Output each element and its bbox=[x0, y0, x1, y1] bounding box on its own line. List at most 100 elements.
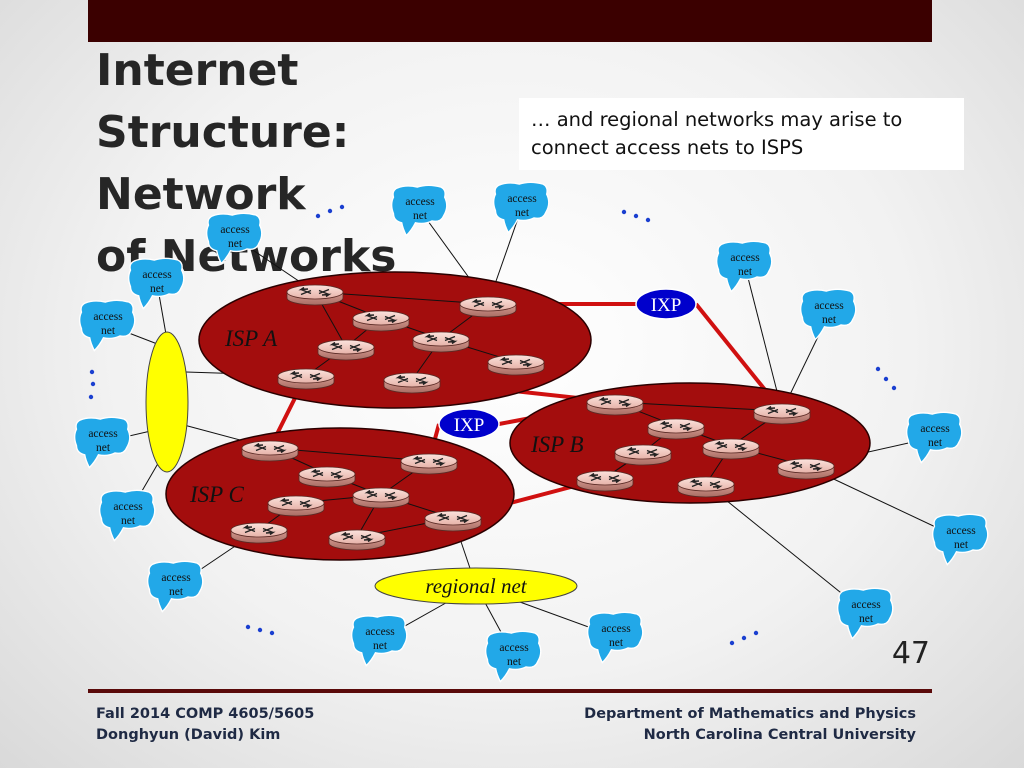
ixp-top-label: IXP bbox=[651, 295, 682, 316]
access-net-label: access bbox=[730, 252, 760, 264]
router-icon bbox=[298, 466, 356, 488]
ellipsis-dot bbox=[883, 376, 889, 382]
access-net-cloud: access net bbox=[127, 257, 185, 310]
router-icon bbox=[677, 476, 735, 498]
router-icon bbox=[286, 284, 344, 306]
ellipsis-dot bbox=[339, 204, 345, 210]
ellipsis-dot bbox=[90, 381, 96, 387]
bottom-rule bbox=[88, 689, 932, 693]
ellipsis-dots-group bbox=[621, 209, 651, 223]
access-net-cloud: access net bbox=[586, 611, 644, 664]
ellipsis-dot bbox=[645, 217, 651, 223]
router-icon bbox=[400, 453, 458, 475]
access-net-label: access bbox=[142, 269, 172, 281]
title-line-1: Internet Structure: Network bbox=[96, 45, 350, 220]
router-icon bbox=[647, 418, 705, 440]
router-icon bbox=[777, 458, 835, 480]
access-net-label: net bbox=[859, 613, 874, 625]
access-net-label: net bbox=[954, 539, 969, 551]
top-bar bbox=[88, 0, 932, 42]
regional-net-node bbox=[374, 567, 578, 605]
footer-university: North Carolina Central University bbox=[643, 727, 916, 743]
regional-aggregator bbox=[145, 331, 189, 473]
access-net-label: net bbox=[413, 210, 428, 222]
router-icon bbox=[487, 354, 545, 376]
access-net-label: net bbox=[121, 515, 136, 527]
footer-right: Department of Mathematics and Physics No… bbox=[584, 704, 916, 746]
access-net-label: access bbox=[161, 572, 191, 584]
router-icon bbox=[352, 310, 410, 332]
footer-department: Department of Mathematics and Physics bbox=[584, 706, 916, 722]
router-icon bbox=[753, 403, 811, 425]
slide-number: 47 bbox=[891, 636, 930, 671]
router-icon bbox=[424, 510, 482, 532]
access-net-label: net bbox=[738, 266, 753, 278]
ellipsis-dot bbox=[741, 635, 747, 641]
access-net-label: access bbox=[920, 423, 950, 435]
access-net-cloud: access net bbox=[73, 416, 131, 469]
router-icon bbox=[459, 296, 517, 318]
access-net-cloud: access net bbox=[715, 240, 773, 293]
access-net-label: access bbox=[88, 428, 118, 440]
callout-box: … and regional networks may arise to con… bbox=[519, 98, 964, 170]
access-net-label: net bbox=[101, 325, 116, 337]
ellipsis-dot bbox=[753, 630, 759, 636]
ellipsis-dots-group bbox=[88, 369, 96, 400]
ellipsis-dots-group bbox=[245, 624, 275, 636]
router-icon bbox=[383, 372, 441, 394]
isp-a-label: ISP A bbox=[224, 326, 278, 351]
footer-instructor: Donghyun (David) Kim bbox=[96, 727, 281, 743]
router-icon bbox=[702, 438, 760, 460]
router-icon bbox=[576, 470, 634, 492]
access-net-label: access bbox=[499, 642, 529, 654]
access-net-label: net bbox=[96, 442, 111, 454]
access-net-label: access bbox=[507, 193, 537, 205]
ixp-top-node bbox=[635, 288, 697, 320]
ellipsis-dot bbox=[621, 209, 627, 215]
access-net-label: access bbox=[220, 224, 250, 236]
access-net-label: access bbox=[93, 311, 123, 323]
access-net-cloud: access net bbox=[484, 630, 542, 683]
footer-course: Fall 2014 COMP 4605/5605 bbox=[96, 706, 315, 722]
access-net-label: net bbox=[515, 207, 530, 219]
access-net-label: access bbox=[365, 626, 395, 638]
ellipsis-dot bbox=[729, 640, 735, 646]
footer-left: Fall 2014 COMP 4605/5605 Donghyun (David… bbox=[96, 704, 314, 746]
ellipsis-dot bbox=[315, 213, 321, 219]
router-icon bbox=[614, 444, 672, 466]
ellipsis-dot bbox=[327, 208, 333, 214]
router-icon bbox=[267, 495, 325, 517]
access-net-label: access bbox=[601, 623, 631, 635]
router-icon bbox=[317, 339, 375, 361]
isp-c-label: ISP C bbox=[189, 482, 245, 507]
ellipsis-dot bbox=[633, 213, 639, 219]
access-net-label: access bbox=[851, 599, 881, 611]
ixp-middle-label: IXP bbox=[454, 415, 485, 436]
router-icon bbox=[328, 529, 386, 551]
router-icon bbox=[352, 487, 410, 509]
router-icon bbox=[412, 331, 470, 353]
ellipsis-dot bbox=[257, 627, 263, 633]
access-net-cloud: access net bbox=[78, 299, 136, 352]
router-icon bbox=[241, 440, 299, 462]
ellipsis-dot bbox=[88, 394, 94, 400]
access-net-label: net bbox=[507, 656, 522, 668]
access-net-cloud: access net bbox=[905, 411, 963, 464]
access-nets: access net access net access net access net acce… bbox=[73, 181, 989, 683]
access-net-label: access bbox=[113, 501, 143, 513]
ellipsis-dots-group bbox=[875, 366, 897, 391]
access-net-label: net bbox=[928, 437, 943, 449]
access-net-cloud: access net bbox=[836, 587, 894, 640]
access-net-label: net bbox=[609, 637, 624, 649]
ellipsis-dot bbox=[891, 385, 897, 391]
access-net-label: net bbox=[822, 314, 837, 326]
router-icon bbox=[586, 394, 644, 416]
access-net-label: net bbox=[150, 283, 165, 295]
ellipsis-dot bbox=[89, 369, 95, 375]
